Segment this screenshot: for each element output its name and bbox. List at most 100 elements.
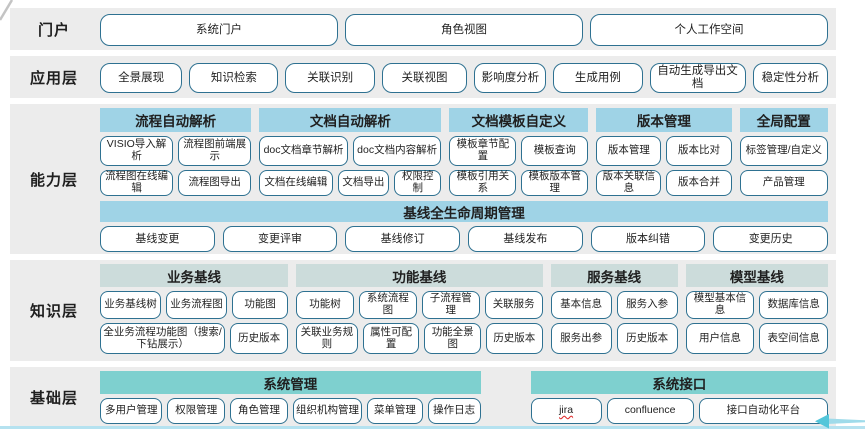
feature-button[interactable]: 组织机构管理 — [292, 398, 363, 424]
layer-content: 业务基线业务基线树业务流程图功能图全业务流程功能图（搜索/下钻展示）历史版本功能… — [98, 260, 836, 361]
feature-button[interactable]: 全业务流程功能图（搜索/下钻展示） — [100, 323, 226, 354]
feature-button[interactable]: 业务基线树 — [100, 291, 162, 319]
group-header: 版本管理 — [596, 108, 732, 132]
feature-button[interactable]: doc文档章节解析 — [259, 136, 348, 166]
feature-button[interactable]: 模板引用关系 — [449, 170, 517, 196]
feature-button[interactable]: 版本比对 — [666, 136, 732, 166]
feature-button[interactable]: 流程图前端展示 — [178, 136, 252, 166]
feature-button[interactable]: VISIO导入解析 — [100, 136, 174, 166]
feature-button[interactable]: 关联业务规则 — [296, 323, 358, 354]
feature-button[interactable]: confluence — [606, 398, 694, 424]
feature-button[interactable]: 关联服务 — [484, 291, 543, 319]
feature-button[interactable]: 关联视图 — [381, 63, 468, 93]
feature-button[interactable]: 模板版本管理 — [521, 170, 589, 196]
button-row: 版本关联信息版本合并 — [596, 170, 732, 196]
feature-button[interactable]: 数据库信息 — [759, 291, 829, 319]
layer-application: 应用层 全景展现知识检索关联识别关联视图影响度分析生成用例自动生成导出文档稳定性分… — [10, 56, 836, 98]
group-系统管理: 系统管理多用户管理权限管理角色管理组织机构管理菜单管理操作日志 — [100, 371, 481, 424]
feature-button[interactable]: 变更评审 — [222, 226, 338, 252]
feature-button[interactable]: 业务流程图 — [166, 291, 228, 319]
corner-fold-decoration — [0, 0, 14, 21]
group-header: 系统接口 — [530, 371, 828, 394]
group-服务基线: 服务基线基本信息服务入参服务出参历史版本 — [550, 264, 678, 354]
feature-button[interactable]: 基线变更 — [100, 226, 215, 252]
feature-button[interactable]: 流程图在线编辑 — [100, 170, 174, 196]
feature-button[interactable]: 关联识别 — [285, 63, 375, 93]
banner-button-row: 基线变更变更评审基线修订基线发布版本纠错变更历史 — [100, 226, 829, 252]
feature-button[interactable]: 系统流程图 — [358, 291, 417, 319]
layer-content: 系统门户角色视图个人工作空间 — [98, 8, 836, 50]
feature-button[interactable]: 生成用例 — [553, 63, 643, 93]
button-row: 模型基本信息数据库信息 — [685, 291, 829, 319]
feature-button[interactable]: 版本管理 — [596, 136, 662, 166]
feature-button[interactable]: 知识检索 — [189, 63, 279, 93]
feature-button[interactable]: 文档在线编辑 — [259, 170, 333, 196]
feature-button[interactable]: 系统门户 — [100, 14, 338, 46]
feature-button[interactable]: 功能图 — [232, 291, 289, 319]
feature-button[interactable]: 子流程管理 — [421, 291, 480, 319]
feature-button[interactable]: 稳定性分析 — [752, 63, 828, 93]
group-功能基线: 功能基线功能树系统流程图子流程管理关联服务关联业务规则属性可配置功能全景图历史版… — [296, 264, 543, 354]
group-业务基线: 业务基线业务基线树业务流程图功能图全业务流程功能图（搜索/下钻展示）历史版本 — [100, 264, 289, 354]
feature-button[interactable]: 基线发布 — [468, 226, 583, 252]
feature-button[interactable]: 产品管理 — [739, 170, 829, 196]
feature-button[interactable]: 标签管理/自定义 — [739, 136, 829, 166]
feature-button[interactable]: 接口自动化平台 — [698, 398, 828, 424]
feature-button[interactable]: 菜单管理 — [367, 398, 423, 424]
feature-button[interactable]: 个人工作空间 — [590, 14, 828, 46]
feature-button[interactable]: 基本信息 — [550, 291, 612, 319]
feature-button[interactable]: 版本合并 — [666, 170, 732, 196]
feature-button[interactable]: 全景展现 — [100, 63, 183, 93]
feature-button[interactable]: 流程图导出 — [178, 170, 252, 196]
feature-button[interactable]: 历史版本 — [230, 323, 289, 354]
group-全局配置: 全局配置标签管理/自定义产品管理 — [739, 108, 829, 196]
button-row: 版本管理版本比对 — [596, 136, 732, 166]
banner-header: 基线全生命周期管理 — [100, 201, 828, 222]
feature-button[interactable]: 模板章节配置 — [449, 136, 517, 166]
group-header: 系统管理 — [100, 371, 481, 394]
feature-button[interactable]: 角色视图 — [345, 14, 583, 46]
button-row: 功能树系统流程图子流程管理关联服务 — [296, 291, 543, 319]
layer-label-knowledge: 知识层 — [29, 303, 78, 320]
bottom-accent-line — [0, 426, 865, 429]
feature-button[interactable]: 基线修订 — [345, 226, 461, 252]
layer-label-application: 应用层 — [29, 69, 78, 87]
feature-button[interactable]: 版本纠错 — [590, 226, 706, 252]
feature-button[interactable]: 多用户管理 — [100, 398, 163, 424]
feature-button[interactable]: 变更历史 — [713, 226, 829, 252]
feature-button[interactable]: 功能全景图 — [424, 323, 481, 354]
feature-button[interactable]: 操作日志 — [427, 398, 481, 424]
group-文档模板自定义: 文档模板自定义模板章节配置模板查询模板引用关系模板版本管理 — [449, 108, 589, 196]
feature-button[interactable]: 属性可配置 — [362, 323, 420, 354]
group-header: 业务基线 — [100, 264, 289, 287]
feature-button[interactable]: 权限控制 — [394, 170, 442, 196]
feature-button[interactable]: 历史版本 — [486, 323, 543, 354]
feature-button[interactable]: 影响度分析 — [474, 63, 547, 93]
feature-button[interactable]: 模板查询 — [521, 136, 589, 166]
feature-button[interactable]: 权限管理 — [167, 398, 226, 424]
button-row: VISIO导入解析流程图前端展示 — [100, 136, 252, 166]
group-header: 服务基线 — [550, 264, 678, 287]
feature-button[interactable]: 服务入参 — [616, 291, 678, 319]
feature-button[interactable]: 功能树 — [296, 291, 354, 319]
feature-button[interactable]: 模型基本信息 — [685, 291, 755, 319]
button-row: 全景展现知识检索关联识别关联视图影响度分析生成用例自动生成导出文档稳定性分析 — [100, 63, 828, 93]
feature-button[interactable]: 服务出参 — [550, 323, 612, 354]
feature-button[interactable]: 自动生成导出文档 — [649, 63, 746, 93]
feature-button[interactable]: 角色管理 — [230, 398, 288, 424]
feature-button[interactable]: 文档导出 — [337, 170, 390, 196]
feature-button[interactable]: doc文档内容解析 — [352, 136, 442, 166]
feature-button[interactable]: 用户信息 — [685, 323, 755, 354]
feature-button[interactable]: 表空间信息 — [759, 323, 829, 354]
feature-button[interactable]: 版本关联信息 — [596, 170, 662, 196]
feature-button[interactable]: 历史版本 — [616, 323, 678, 354]
feature-button[interactable]: jira — [530, 398, 602, 424]
group-版本管理: 版本管理版本管理版本比对版本关联信息版本合并 — [596, 108, 732, 196]
